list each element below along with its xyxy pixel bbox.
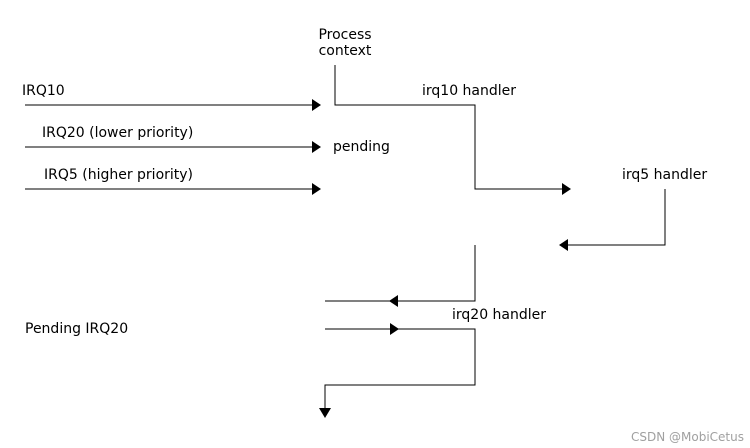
irq20-label: IRQ20 (lower priority) bbox=[42, 125, 194, 141]
execution-path-4 bbox=[324, 328, 476, 410]
execution-path-1 bbox=[334, 65, 562, 190]
irq5-handler-entry-arrowhead bbox=[562, 183, 571, 195]
pending-irq20-label: Pending IRQ20 bbox=[25, 321, 129, 337]
irq5-handler-return-arrowhead bbox=[559, 239, 568, 251]
irq10-handler-label: irq10 handler bbox=[422, 83, 517, 99]
irq5-handler-label: irq5 handler bbox=[622, 167, 708, 183]
process-context-line2: context bbox=[318, 43, 372, 59]
return-arrowhead bbox=[389, 295, 398, 307]
irq20-handler-label: irq20 handler bbox=[452, 307, 547, 323]
irq5-arrowhead bbox=[312, 183, 321, 195]
pending-label: pending bbox=[333, 139, 390, 155]
execution-path-3 bbox=[398, 245, 476, 302]
irq20-arrowhead bbox=[312, 141, 321, 153]
irq10-label: IRQ10 bbox=[22, 83, 65, 99]
execution-path-2 bbox=[568, 189, 666, 246]
final-down-arrowhead bbox=[319, 408, 331, 418]
watermark: CSDN @MobiCetus bbox=[631, 430, 744, 444]
process-context-line1: Process bbox=[318, 27, 372, 43]
process-context-label: Process context bbox=[300, 27, 390, 59]
irq5-label: IRQ5 (higher priority) bbox=[44, 167, 194, 183]
irq10-arrowhead bbox=[312, 99, 321, 111]
pending-irq20-arrowhead bbox=[390, 323, 399, 335]
